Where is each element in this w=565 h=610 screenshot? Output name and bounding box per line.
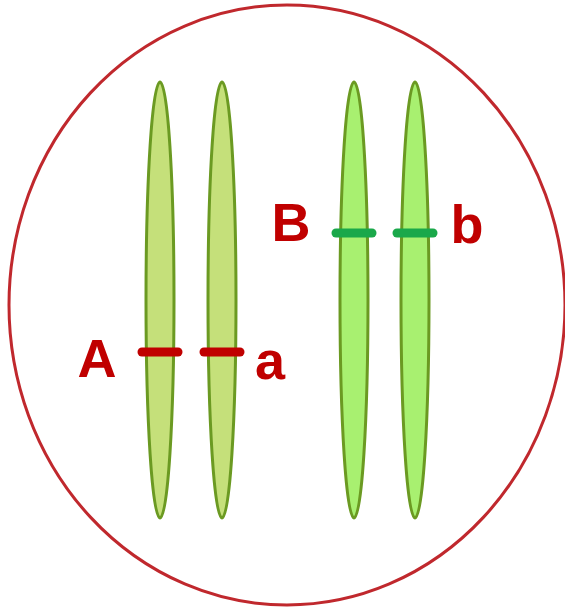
chromosome [340,82,368,518]
gene-locus [204,348,240,357]
allele-label: a [255,333,285,387]
gene-locus [142,348,178,357]
gene-locus [397,229,433,238]
allele-label: A [78,331,117,385]
chromosome [146,82,174,518]
cell-outline [9,5,565,605]
allele-label: B [272,195,311,249]
allele-label: b [451,197,484,251]
chromosome [401,82,429,518]
chromosome [208,82,236,518]
gene-locus [336,229,372,238]
